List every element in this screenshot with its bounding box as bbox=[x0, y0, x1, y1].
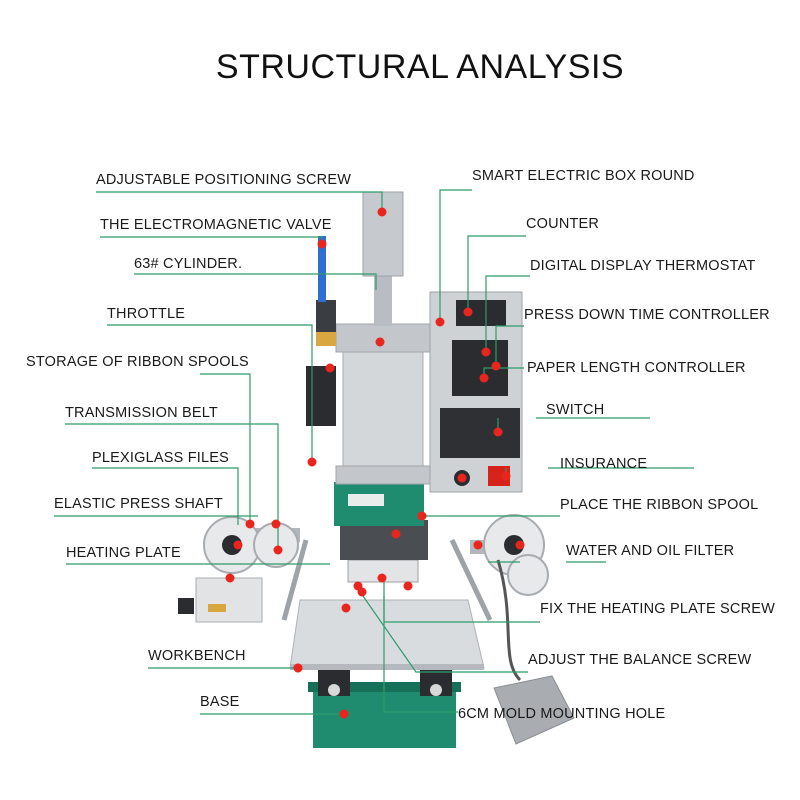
label-6cm-mold-mounting-hole: 6CM MOLD MOUNTING HOLE bbox=[458, 706, 666, 722]
label-counter: COUNTER bbox=[526, 216, 600, 232]
right-spool-2 bbox=[507, 554, 549, 596]
switch-rocker bbox=[488, 466, 510, 486]
marker-dots bbox=[225, 207, 525, 719]
cylinder-cap-bottom bbox=[335, 465, 431, 485]
label-workbench: WORKBENCH bbox=[148, 648, 246, 664]
label-digital-display-thermostat: DIGITAL DISPLAY THERMOSTAT bbox=[530, 258, 756, 274]
left-spool-2 bbox=[253, 522, 299, 568]
piston-rod bbox=[374, 274, 392, 326]
paper-feed-knob bbox=[178, 598, 194, 614]
label-plexiglass-files: PLEXIGLASS FILES bbox=[92, 450, 229, 466]
solenoid bbox=[306, 366, 336, 426]
paper-feed-block bbox=[195, 577, 263, 623]
label-electromagnetic-valve: THE ELECTROMAGNETIC VALVE bbox=[100, 217, 332, 233]
cylinder-cap-top bbox=[335, 323, 431, 353]
guide-rod-right bbox=[449, 538, 493, 622]
label-smart-electric-box-round: SMART ELECTRIC BOX ROUND bbox=[472, 168, 695, 184]
label-place-the-ribbon-spool: PLACE THE RIBBON SPOOL bbox=[560, 497, 759, 513]
diagram-title: STRUCTURAL ANALYSIS bbox=[215, 48, 625, 86]
heating-plate bbox=[340, 520, 428, 560]
guide-rod-left bbox=[281, 539, 309, 621]
workbench-plate bbox=[289, 599, 485, 669]
label-water-and-oil-filter: WATER AND OIL FILTER bbox=[566, 543, 735, 559]
left-spool-hub bbox=[222, 535, 242, 555]
paper-feed-brass bbox=[208, 604, 226, 612]
foot-pedal bbox=[493, 675, 575, 745]
label-adjust-the-balance-screw: ADJUST THE BALANCE SCREW bbox=[528, 652, 752, 668]
label-fix-the-heating-plate-screw: FIX THE HEATING PLATE SCREW bbox=[540, 601, 776, 617]
timer-panel bbox=[440, 408, 520, 458]
valve-body bbox=[316, 300, 336, 340]
label-switch: SWITCH bbox=[546, 402, 605, 418]
label-throttle: THROTTLE bbox=[107, 306, 186, 322]
leader-lines bbox=[54, 189, 694, 715]
throttle-fitting bbox=[316, 332, 336, 346]
clamp-knob-right bbox=[430, 684, 442, 696]
positioning-screw bbox=[362, 191, 404, 277]
label-paper-length-controller: PAPER LENGTH CONTROLLER bbox=[527, 360, 746, 376]
valve-hose bbox=[318, 236, 326, 302]
counter-display bbox=[456, 300, 506, 326]
label-heating-plate: HEATING PLATE bbox=[66, 545, 181, 561]
workbench-edge bbox=[290, 664, 484, 670]
right-spool-hub bbox=[504, 535, 524, 555]
label-insurance: INSURANCE bbox=[560, 456, 648, 472]
label-transmission-belt: TRANSMISSION BELT bbox=[65, 405, 218, 421]
press-head-label bbox=[348, 494, 384, 506]
label-storage-of-ribbon-spools: STORAGE OF RIBBON SPOOLS bbox=[26, 354, 249, 370]
cylinder-body bbox=[342, 349, 424, 483]
label-elastic-press-shaft: ELASTIC PRESS SHAFT bbox=[54, 496, 223, 512]
label-adjustable-positioning-screw: ADJUSTABLE POSITIONING SCREW bbox=[96, 172, 352, 188]
label-base: BASE bbox=[200, 694, 240, 710]
clamp-knob-left bbox=[328, 684, 340, 696]
label-press-down-time-controller: PRESS DOWN TIME CONTROLLER bbox=[524, 307, 770, 323]
label-63-cylinder: 63# CYLINDER. bbox=[134, 256, 243, 272]
